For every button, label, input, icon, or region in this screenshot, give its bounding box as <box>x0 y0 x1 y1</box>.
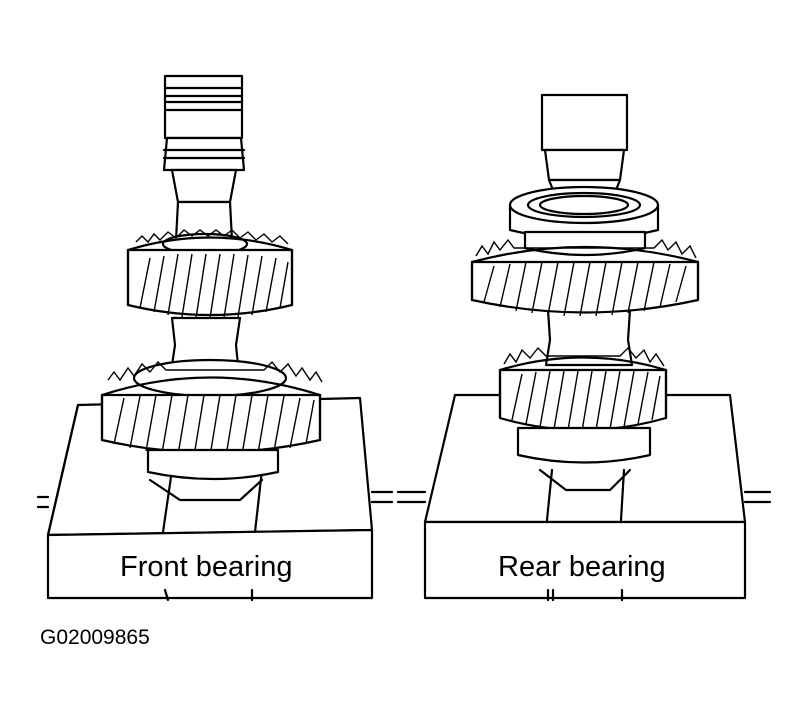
rear-bearing-label: Rear bearing <box>498 551 666 583</box>
front-shaft <box>161 74 249 367</box>
rear-upper-gear <box>470 238 700 317</box>
front-upper-gear <box>126 229 294 319</box>
rear-bearing <box>508 185 660 257</box>
rear-lower-gear <box>498 346 668 492</box>
front-lower-gear <box>100 358 323 502</box>
figure-code: G02009865 <box>40 626 150 649</box>
front-bearing-label: Front bearing <box>120 551 293 583</box>
rear-bearing-assembly <box>396 93 772 602</box>
front-bearing-assembly <box>36 74 394 602</box>
